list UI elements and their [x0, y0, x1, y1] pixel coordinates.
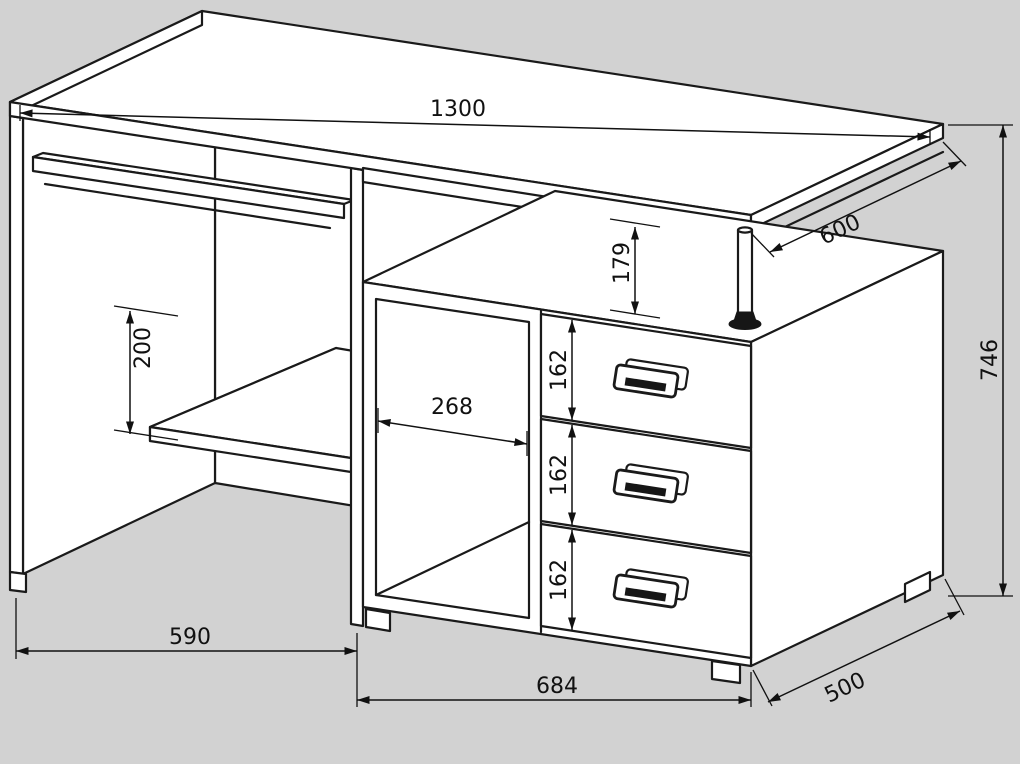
dim-label-desk-height: 746: [978, 339, 1003, 381]
open-compartment: [374, 297, 531, 620]
dim-drawer-2-height: 162: [547, 425, 576, 525]
dim-desk-width: 1300: [19, 97, 931, 145]
dim-compartment-width: 268: [377, 395, 528, 456]
dim-label-pedestal-width: 684: [536, 674, 578, 699]
leg-tube-top: [736, 226, 754, 234]
handle-grip-slot: [624, 377, 667, 392]
foot-left-panel: [8, 570, 28, 594]
dim-desk-height: 746: [948, 124, 1013, 597]
leg-flare: [732, 311, 758, 325]
tray-front-edge: [31, 155, 346, 220]
support-leg: [728, 226, 762, 330]
foot-cabinet-right-front: [710, 659, 742, 685]
dim-gap-height: 179: [609, 218, 661, 319]
dim-label-drawer-1-height: 162: [547, 349, 572, 391]
dim-label-left-bay-width: 590: [169, 625, 211, 650]
compartment-interior-edge: [374, 520, 531, 597]
dim-shelf-clearance: 200: [113, 305, 179, 441]
dim-label-shelf-clearance: 200: [131, 327, 156, 369]
keyboard-tray: [31, 151, 356, 230]
dim-label-desk-width: 1300: [430, 97, 486, 122]
foot-cabinet-left: [364, 607, 392, 633]
dim-pedestal-width: 684: [357, 672, 752, 707]
dim-label-drawer-2-height: 162: [547, 454, 572, 496]
dim-label-compartment-width: 268: [431, 395, 473, 420]
dim-left-bay-width: 590: [15, 598, 358, 707]
dim-label-drawer-3-height: 162: [547, 559, 572, 601]
feet: [8, 570, 932, 685]
handle-grip-slot: [624, 482, 667, 497]
drawer-handle-2: [612, 463, 689, 504]
left-panel-front-edge: [8, 114, 25, 576]
tray-slide-rail: [43, 182, 332, 230]
dimensions: 1300 600 746 179 200: [15, 97, 1013, 708]
handle-grip-slot: [624, 587, 667, 602]
dim-label-gap-height: 179: [610, 242, 635, 284]
foot-cabinet-right-back: [903, 570, 932, 604]
leg-tube: [736, 228, 754, 318]
divider-front-edge: [349, 166, 365, 628]
drawer-handle-3: [612, 568, 689, 609]
dim-drawer-3-height: 162: [547, 530, 576, 630]
drawer-handle-1: [612, 358, 689, 399]
dim-drawer-1-height: 162: [547, 320, 576, 420]
pedestal-cabinet: [361, 189, 945, 668]
